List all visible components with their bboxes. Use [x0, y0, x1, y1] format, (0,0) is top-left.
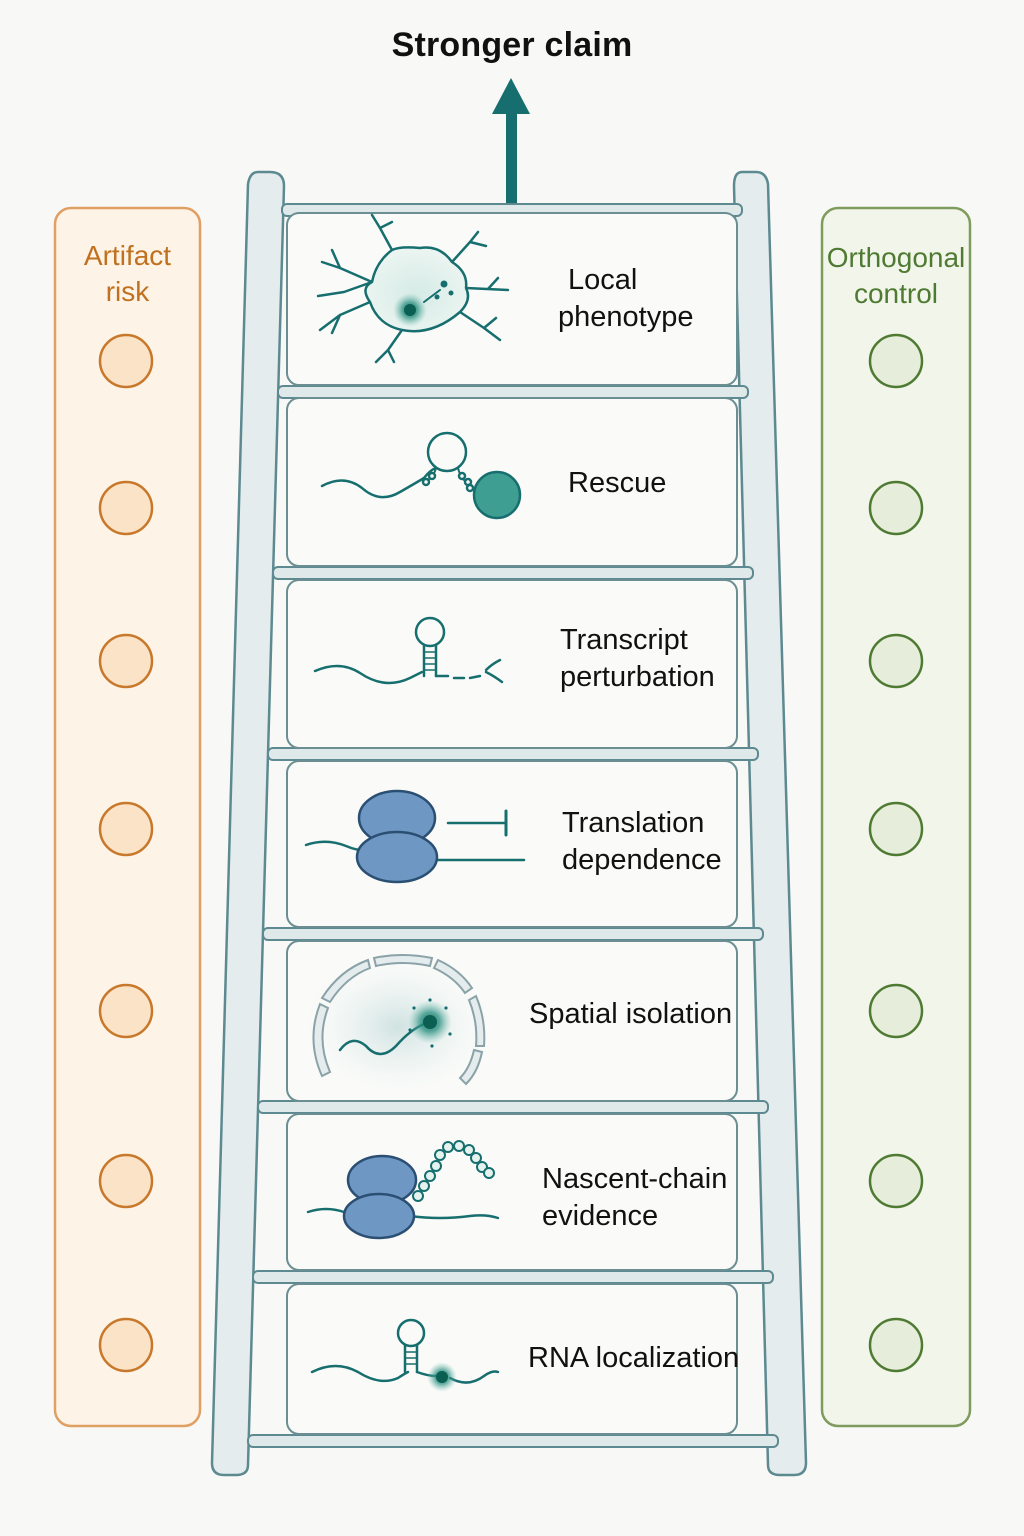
ladder-rungs [247, 203, 779, 1448]
ladder-rung [262, 927, 764, 941]
rung-label-rna-localization: RNA localization [528, 1342, 740, 1374]
ladder-rung [252, 1270, 774, 1284]
orthogonal-control-label: Orthogonal control [826, 242, 966, 309]
artifact-risk-markers [98, 333, 154, 1373]
rung-label-rescue: Rescue [568, 467, 667, 499]
rung-label-transcript-perturbation: Transcript perturbation [560, 624, 715, 693]
rescue-construct-icon [320, 431, 522, 520]
compartment-icon [308, 952, 488, 1088]
neuron-icon [316, 213, 510, 364]
localized-rna-icon [310, 1318, 500, 1392]
rung-label-spatial-isolation: Spatial isolation [529, 998, 733, 1030]
ladder-rung [272, 566, 754, 580]
rung-box-transcript-perturbation [286, 579, 738, 749]
ladder-rung [277, 385, 749, 399]
orthogonal-control-marker [868, 333, 924, 389]
ladder-rung [257, 1100, 769, 1114]
orthogonal-control-marker [868, 1153, 924, 1209]
rung-label-nascent-chain-evidence: Nascent-chain evidence [542, 1163, 728, 1232]
ladder-rails [210, 170, 808, 1477]
artifact-risk-marker [98, 1317, 154, 1373]
artifact-risk-marker [98, 1153, 154, 1209]
ladder-rung [247, 1434, 779, 1448]
artifact-risk-marker [98, 801, 154, 857]
ribosome-inhibition-icon [304, 789, 526, 884]
artifact-risk-marker [98, 333, 154, 389]
orthogonal-control-marker [868, 633, 924, 689]
artifact-risk-marker [98, 480, 154, 536]
rung-label-translation-dependence: Translation dependence [562, 807, 722, 876]
up-arrow-icon [492, 78, 530, 210]
cleaved-transcript-icon [313, 616, 504, 685]
rung-label-local-phenotype: Local phenotype [558, 264, 694, 333]
orthogonal-control-marker [868, 1317, 924, 1373]
orthogonal-control-marker [868, 983, 924, 1039]
diagram-title: Stronger claim [391, 26, 633, 64]
ribosome-nascent-chain-icon [306, 1140, 500, 1240]
rung-box-rna-localization [286, 1283, 738, 1435]
orthogonal-control-marker [868, 480, 924, 536]
artifact-risk-label: Artifact risk [83, 240, 172, 307]
ladder-rung [267, 747, 759, 761]
orthogonal-control-markers [868, 333, 924, 1373]
artifact-risk-marker [98, 983, 154, 1039]
orthogonal-control-marker [868, 801, 924, 857]
artifact-risk-marker [98, 633, 154, 689]
